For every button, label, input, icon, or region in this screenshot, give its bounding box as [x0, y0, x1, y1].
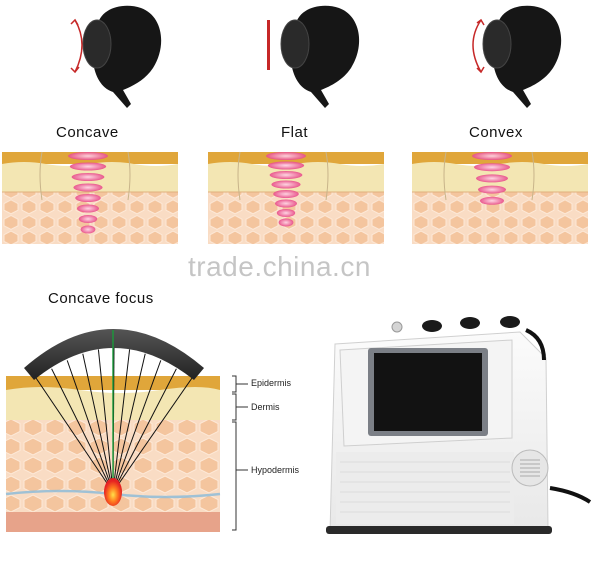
energy-ray — [51, 368, 114, 493]
handle-body — [493, 5, 562, 109]
panel-label-concave: Concave — [56, 124, 119, 141]
label-dermis: Dermis — [251, 402, 280, 412]
cable — [549, 486, 592, 504]
skin-panel-concave — [2, 151, 178, 244]
watermark: trade.china.cn — [188, 251, 371, 282]
handle-holder — [500, 316, 520, 328]
handle-holder — [422, 320, 442, 332]
energy-ray — [112, 377, 193, 493]
energy-band — [266, 152, 306, 160]
hair-follicle — [39, 151, 43, 201]
energy-band — [69, 162, 107, 171]
panel-label-convex: Convex — [469, 124, 523, 141]
applicator-handles — [70, 5, 562, 109]
energy-ray — [112, 360, 162, 493]
skin-panel-flat — [208, 151, 384, 244]
energy-band — [267, 161, 305, 170]
top-knob — [391, 321, 403, 333]
hair-follicle — [237, 151, 241, 201]
skin-panel-convex — [412, 151, 588, 244]
energy-band — [278, 218, 294, 227]
energy-band — [271, 180, 301, 189]
energy-band — [276, 209, 296, 217]
applicator-concave — [70, 5, 162, 109]
energy-band — [80, 225, 96, 234]
handle-face — [280, 19, 310, 69]
convex-arc — [472, 19, 482, 73]
energy-band — [476, 174, 508, 183]
handle-face — [482, 19, 512, 69]
energy-band — [480, 196, 504, 205]
muscle-layer — [6, 512, 220, 532]
energy-band — [71, 173, 105, 181]
arrow-head — [70, 18, 79, 26]
focus-title: Concave focus — [48, 290, 154, 307]
hair-follicle — [531, 151, 535, 201]
bracket-dermis — [232, 393, 237, 421]
concave-applicator — [24, 329, 204, 380]
energy-ray — [82, 353, 114, 493]
bracket-hypodermis — [232, 421, 237, 531]
energy-band — [472, 152, 512, 160]
energy-band — [73, 183, 103, 192]
energy-band — [78, 215, 98, 223]
device-base — [336, 452, 514, 524]
handle-holder — [460, 317, 480, 329]
device-feet — [326, 526, 552, 534]
arrow-head — [476, 66, 485, 74]
handle-body — [291, 5, 360, 109]
bracket-epidermis — [232, 375, 237, 393]
label-hypodermis: Hypodermis — [251, 465, 300, 475]
energy-ray — [112, 353, 146, 493]
energy-band — [273, 190, 299, 198]
rf-device-photo — [326, 316, 592, 534]
energy-ray — [97, 349, 114, 493]
arrow-head — [70, 66, 80, 74]
energy-band — [75, 194, 101, 202]
energy-band — [77, 204, 99, 213]
energy-band — [474, 163, 510, 172]
arrow-head — [476, 18, 485, 26]
energy-ray — [112, 368, 177, 493]
panel-label-flat: Flat — [281, 124, 309, 141]
hair-follicle — [325, 151, 329, 201]
energy-ray — [66, 360, 114, 493]
flat-line — [267, 20, 270, 70]
energy-band — [275, 199, 297, 208]
focal-point — [104, 478, 122, 506]
hair-follicle — [127, 151, 131, 201]
applicator-flat — [267, 5, 360, 109]
handle-face — [82, 19, 112, 69]
energy-band — [269, 171, 303, 179]
device-screen — [374, 353, 482, 431]
label-epidermis: Epidermis — [251, 378, 292, 388]
fat-layer — [208, 192, 384, 244]
applicator-convex — [472, 5, 562, 109]
hair-follicle — [443, 151, 447, 201]
handle-body — [93, 5, 162, 109]
energy-ray — [112, 349, 131, 493]
cable — [525, 328, 546, 361]
energy-band — [478, 185, 506, 194]
concave-focus-diagram — [5, 329, 248, 532]
concave-arc — [74, 19, 83, 73]
skin-panels — [2, 151, 588, 244]
energy-band — [68, 152, 108, 160]
energy-ray — [35, 377, 114, 493]
